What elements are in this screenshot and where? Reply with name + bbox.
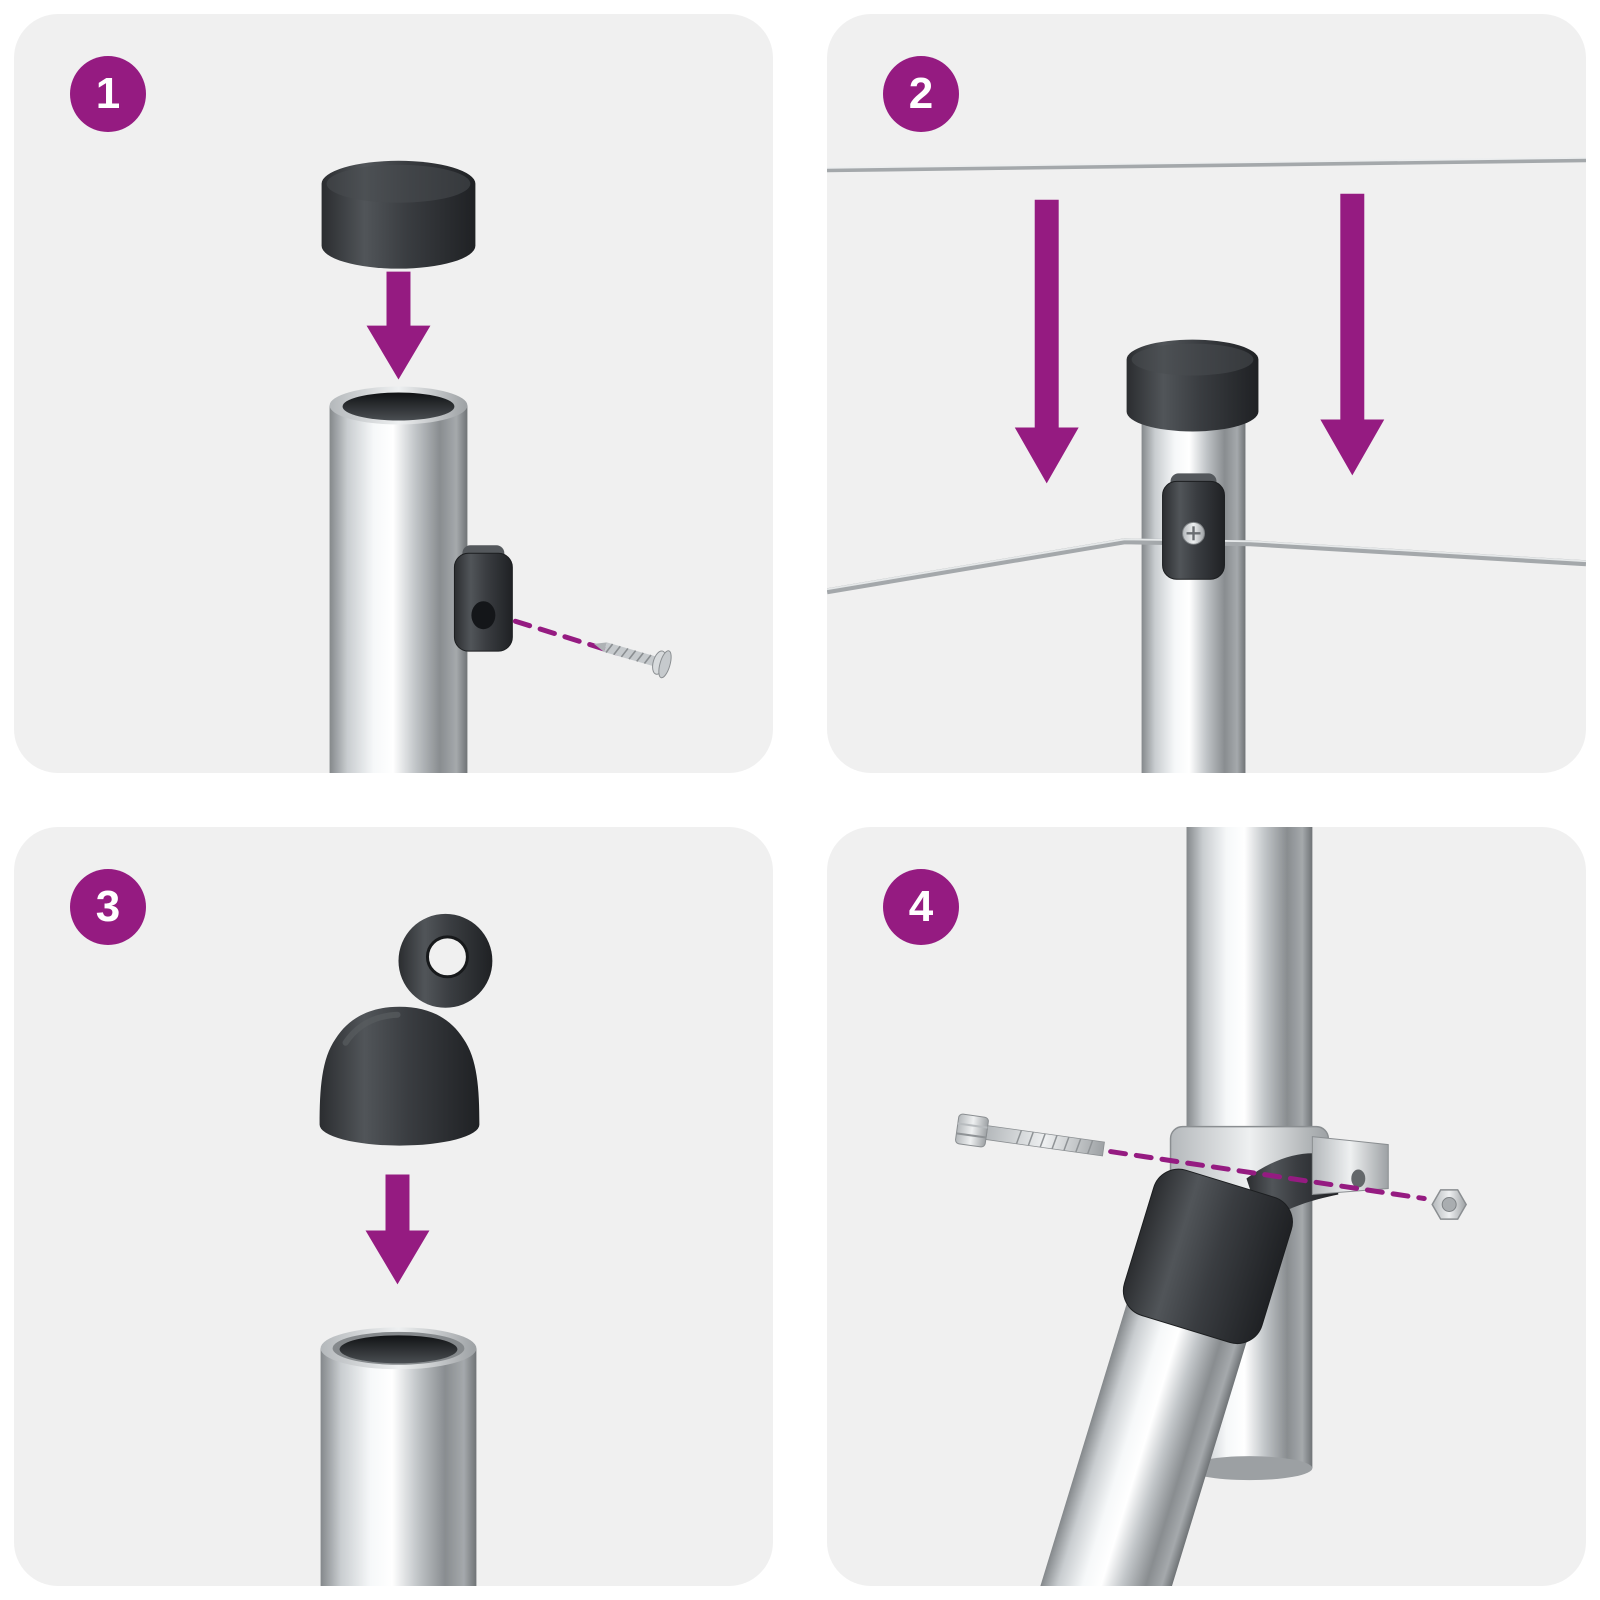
arrow-down-icon-left xyxy=(1014,199,1079,484)
step-badge: 3 xyxy=(70,869,146,945)
arrow-down-icon xyxy=(366,271,431,380)
step-4-illustration xyxy=(955,827,1468,1586)
step-number: 2 xyxy=(908,69,934,118)
eyelet-cap xyxy=(319,913,493,1146)
step-2-panel: 2 xyxy=(827,14,1586,773)
step-number: 1 xyxy=(95,69,121,118)
step-4-panel: 4 xyxy=(827,827,1586,1586)
step-1-panel: 1 xyxy=(14,14,773,773)
bolt xyxy=(955,1113,1105,1157)
mounting-clip xyxy=(453,545,513,652)
dashed-guide-line xyxy=(1108,1149,1427,1202)
post-cap xyxy=(321,160,476,269)
step-3-panel: 3 xyxy=(14,827,773,1586)
arrow-down-icon-right xyxy=(1320,193,1385,476)
step-2-illustration xyxy=(827,156,1586,773)
wire-clip xyxy=(1162,473,1225,580)
arrow-down-icon xyxy=(365,1174,430,1285)
fence-post xyxy=(329,386,468,773)
upper-wire xyxy=(827,156,1586,173)
clamp-flange xyxy=(1311,1136,1389,1196)
step-badge: 1 xyxy=(70,56,146,132)
step-number: 4 xyxy=(908,882,934,931)
step-badge: 4 xyxy=(883,869,959,945)
step-3-illustration xyxy=(319,913,493,1586)
nut xyxy=(1431,1189,1468,1220)
tube xyxy=(320,1327,477,1586)
step-badge: 2 xyxy=(883,56,959,132)
screw xyxy=(593,642,672,679)
step-1-illustration xyxy=(321,160,672,773)
step-number: 3 xyxy=(95,882,121,931)
